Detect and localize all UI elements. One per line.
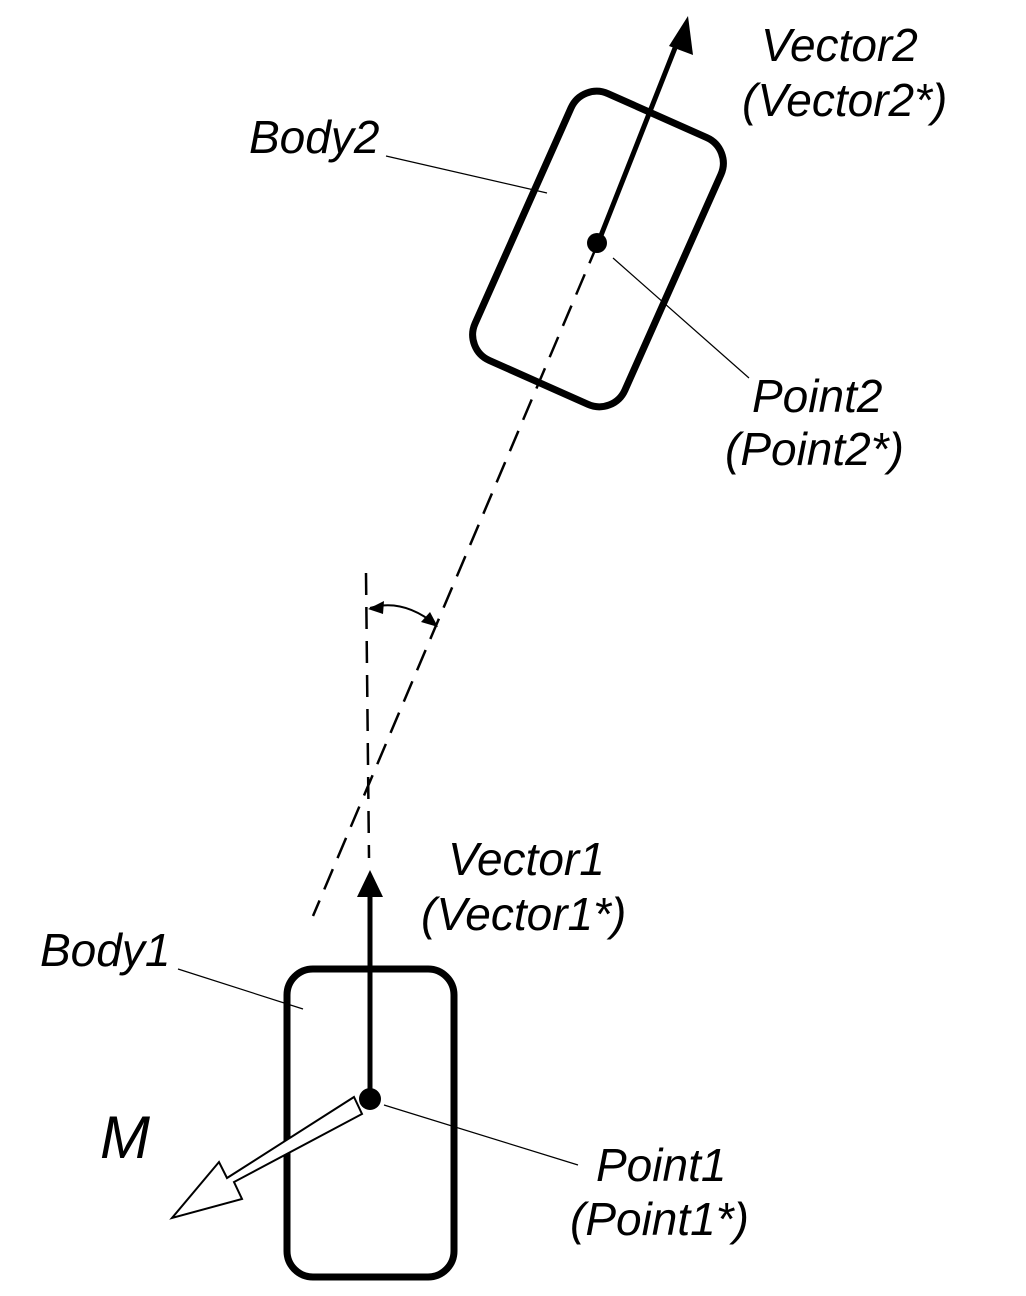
point1-dot	[359, 1088, 381, 1110]
vector1-star-label: (Vector1*)	[421, 888, 626, 940]
point1-label: Point1	[596, 1139, 726, 1191]
body1-leader-line	[177, 968, 304, 1010]
vector1-label: Vector1	[448, 833, 605, 885]
angle-arc-arrowhead-right	[421, 612, 438, 627]
vector2-label: Vector2	[761, 19, 918, 71]
point2-leader-line	[612, 257, 750, 379]
angle-arc-arrowhead-left	[368, 601, 384, 614]
point2-label: Point2	[752, 370, 882, 422]
body2-axis-dashed-line	[311, 242, 600, 917]
moment-label: M	[100, 1104, 150, 1171]
body1-axis-dashed-line	[364, 572, 371, 859]
body2-label: Body2	[249, 111, 379, 163]
moment-arrow	[169, 1095, 364, 1220]
vector2-star-label: (Vector2*)	[742, 74, 947, 126]
vector2-arrowhead	[669, 16, 693, 55]
point1-star-label: (Point1*)	[570, 1193, 749, 1245]
point1-leader-line	[383, 1104, 579, 1166]
point2-star-label: (Point2*)	[725, 423, 904, 475]
body2-leader-line	[385, 155, 548, 194]
vector1-arrowhead	[357, 870, 383, 897]
body1-label: Body1	[40, 924, 170, 976]
point2-dot	[587, 233, 607, 253]
vector2-arrow-shaft	[595, 47, 678, 244]
